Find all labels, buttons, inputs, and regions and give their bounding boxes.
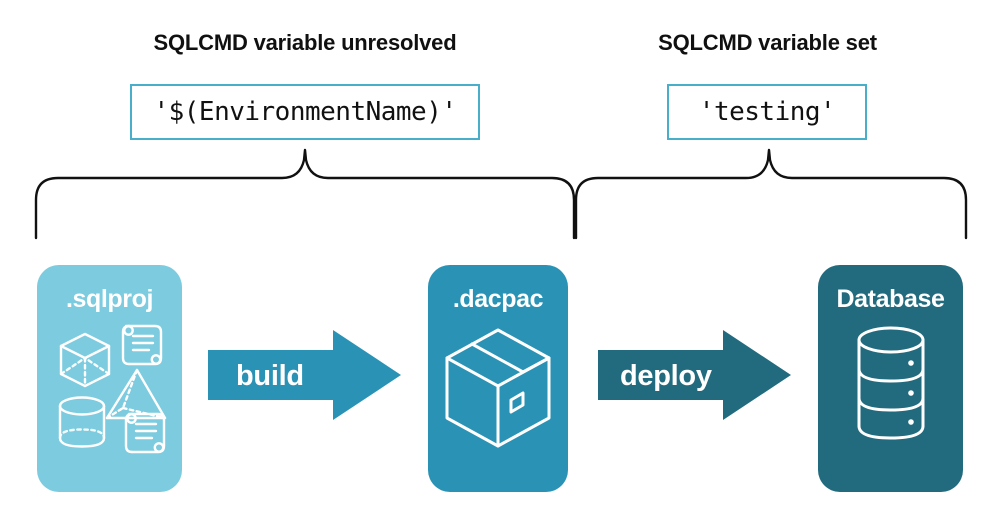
- annotation-label-left: SQLCMD variable unresolved: [153, 30, 457, 55]
- annotation-label-right: SQLCMD variable set: [658, 30, 877, 55]
- brace-right: [566, 148, 976, 245]
- scroll-icon: [124, 412, 165, 454]
- arrow-deploy: [598, 330, 793, 425]
- database-artwork: [841, 318, 941, 463]
- arrow-label-deploy: deploy: [620, 360, 712, 392]
- stage-title-database: Database: [836, 285, 945, 313]
- brace-left: [24, 148, 584, 245]
- variable-value-box-set: 'testing': [667, 84, 867, 140]
- arrow-build: [208, 330, 403, 425]
- pyramid-icon: [105, 368, 166, 420]
- stage-card-dacpac[interactable]: .dacpac: [428, 265, 568, 492]
- sqlproj-artwork: [49, 318, 171, 463]
- dacpac-artwork: [439, 318, 557, 463]
- stage-card-database[interactable]: Database: [818, 265, 963, 492]
- scroll-icon: [121, 324, 162, 366]
- stage-title-sqlproj: .sqlproj: [65, 285, 154, 313]
- database-cylinder-icon: [857, 326, 924, 440]
- variable-value-box-unresolved: '$(EnvironmentName)': [130, 84, 480, 140]
- cube-icon: [59, 332, 110, 388]
- cylinder-icon: [58, 396, 105, 448]
- stage-card-sqlproj[interactable]: .sqlproj: [37, 265, 182, 492]
- arrow-label-build: build: [236, 360, 304, 392]
- package-box-icon: [445, 328, 551, 448]
- stage-title-dacpac: .dacpac: [452, 285, 544, 313]
